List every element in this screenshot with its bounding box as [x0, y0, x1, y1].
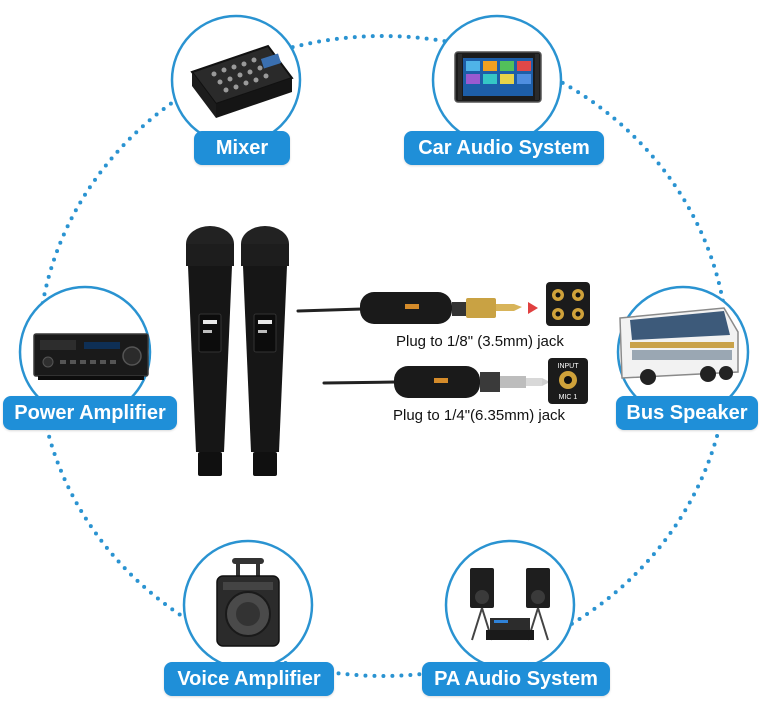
- bus-speaker-label: Bus Speaker: [616, 396, 758, 430]
- microphone-right: [241, 226, 289, 476]
- voice-amplifier-image: [216, 558, 280, 647]
- voice-amplifier-label: Voice Amplifier: [164, 662, 334, 696]
- pa-audio-image: [470, 568, 550, 641]
- power-amplifier-label: Power Amplifier: [3, 396, 177, 430]
- quarter-jack-panel: INPUT MIC 1: [548, 358, 588, 404]
- jack-mic1-label: MIC 1: [559, 394, 578, 401]
- mixer-label: Mixer: [194, 131, 290, 165]
- car-audio-label: Car Audio System: [404, 131, 604, 165]
- microphone-left: [186, 226, 234, 476]
- pa-audio-circle: [444, 539, 576, 671]
- plug-large-caption: Plug to 1/4"(6.35mm) jack: [393, 407, 566, 424]
- jack-input-label: INPUT: [558, 363, 580, 370]
- pa-audio-label: PA Audio System: [422, 662, 610, 696]
- bus-image: [619, 307, 739, 385]
- car-audio-image: [454, 51, 542, 103]
- mini-jack-panel: [546, 282, 590, 326]
- plug-small-caption: Plug to 1/8" (3.5mm) jack: [396, 333, 564, 350]
- power-amplifier-image: [33, 333, 149, 380]
- receiver-small-plug: [296, 292, 538, 324]
- receiver-large-plug: [322, 366, 550, 398]
- mixer-image: [190, 44, 294, 118]
